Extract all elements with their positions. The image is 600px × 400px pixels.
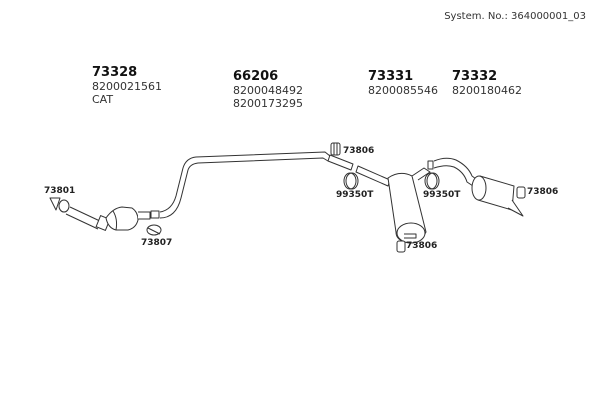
clamp-mid xyxy=(343,172,359,190)
part-group-catalyst: 73328 8200021561 CAT xyxy=(92,66,162,106)
hanger-rear xyxy=(516,186,526,199)
callout-hanger-center: 73806 xyxy=(406,241,438,251)
part-group-front-pipe: 66206 8200048492 8200173295 xyxy=(233,70,303,110)
rear-silencer xyxy=(471,175,524,217)
part-group-center-silencer: 73331 8200085546 xyxy=(368,70,438,97)
rear-pipe xyxy=(427,157,481,189)
gasket-front xyxy=(49,197,70,213)
callout-hanger-rear: 73806 xyxy=(527,187,559,197)
center-silencer-inlet xyxy=(355,165,391,187)
clamp-rear xyxy=(424,172,440,190)
oem-number: 8200180462 xyxy=(452,84,522,97)
callout-clamp-mid: 99350T xyxy=(336,190,374,200)
oem-number: 8200021561 xyxy=(92,80,162,93)
pipe-segment xyxy=(327,154,354,171)
callout-clamp-rear: 99350T xyxy=(423,190,461,200)
oem-number: 8200048492 xyxy=(233,84,303,97)
catalyst-inlet-pipe xyxy=(65,206,111,231)
part-note: CAT xyxy=(92,93,114,106)
system-number: System. No.: 364000001_03 xyxy=(444,11,586,22)
oem-number: 8200173295 xyxy=(233,97,303,110)
part-group-rear-silencer: 73332 8200180462 xyxy=(452,70,522,97)
center-silencer xyxy=(387,167,431,244)
hanger-mid xyxy=(330,142,341,156)
intermediate-pipe xyxy=(159,151,331,219)
part-number: 73328 xyxy=(92,65,138,80)
callout-clamp-front: 73807 xyxy=(141,238,173,248)
hanger-center xyxy=(396,240,406,253)
part-number: 66206 xyxy=(233,69,279,84)
part-number: 73332 xyxy=(452,69,498,84)
callout-hanger-mid: 73806 xyxy=(343,146,375,156)
pipe-connector-front xyxy=(150,210,160,219)
catalytic-converter xyxy=(105,206,151,231)
clamp-front xyxy=(146,224,162,236)
callout-gasket-front: 73801 xyxy=(44,186,76,196)
oem-number: 8200085546 xyxy=(368,84,438,97)
part-number: 73331 xyxy=(368,69,414,84)
